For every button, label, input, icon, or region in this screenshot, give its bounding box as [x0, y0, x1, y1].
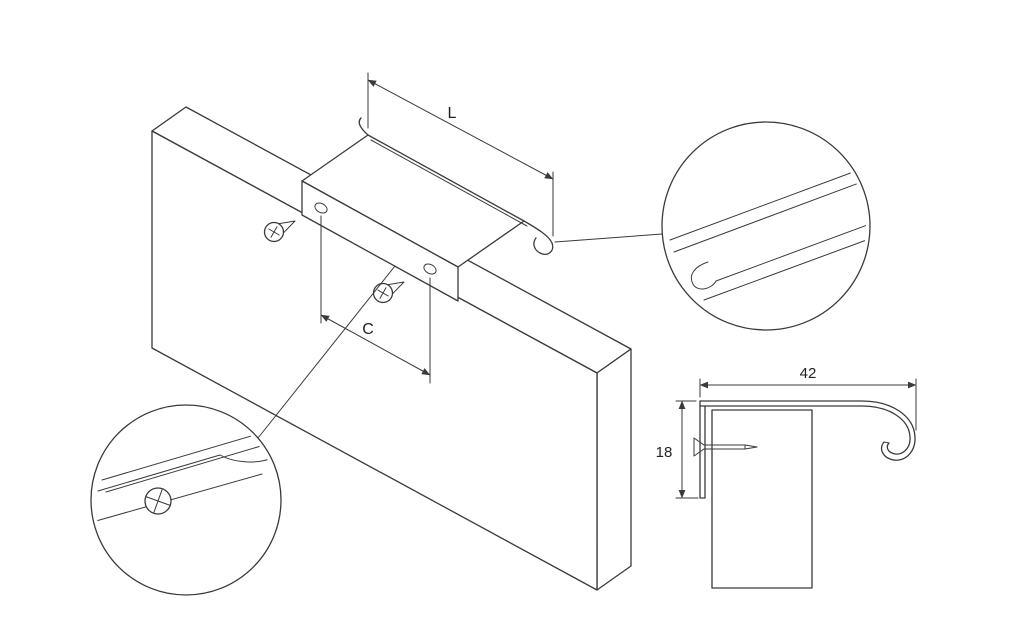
dimension-line — [367, 79, 554, 180]
panel-side-face — [596, 348, 632, 591]
screw-point — [744, 444, 758, 450]
profile-front-flange — [699, 400, 706, 499]
dimension-profile-depth: 42 — [699, 365, 917, 431]
phillips-cross-icon — [145, 488, 171, 514]
plate-edge-line — [105, 442, 272, 493]
detail-leader-top-right — [554, 233, 663, 243]
profile-outer-contour — [699, 400, 916, 461]
screw-hole-left — [314, 202, 328, 214]
side-profile-view: 42 18 — [656, 365, 917, 589]
dimension-hole-spacing: C — [320, 215, 431, 384]
profile-inner-contour — [699, 405, 911, 455]
plate-edge-line — [101, 430, 269, 481]
mounting-screw-right — [372, 281, 405, 304]
screw-shank — [703, 444, 746, 450]
panel-cross-section — [711, 409, 813, 589]
handle-profile — [699, 400, 916, 499]
dimension-handle-length: L — [367, 72, 554, 237]
phillips-cross-icon — [268, 226, 280, 238]
handle-right-curl — [523, 220, 554, 255]
dimension-label-42: 42 — [800, 365, 817, 382]
detail-circle — [661, 121, 871, 331]
dimension-line — [320, 314, 431, 376]
screw-hole-right — [423, 263, 437, 275]
detail-content — [669, 167, 866, 301]
isometric-view: L C — [151, 72, 663, 591]
edge-pull-handle — [301, 117, 554, 302]
side-view-screw — [693, 437, 758, 457]
detail-view-flange-screw — [90, 404, 282, 596]
screw-head-cone — [693, 437, 705, 457]
handle-left-curl — [358, 117, 369, 136]
detail-view-lip-profile — [661, 121, 871, 331]
lip-top-surface-line — [673, 179, 866, 253]
dimension-label-L: L — [448, 105, 457, 122]
flange-bottom-edge — [95, 473, 263, 522]
dimension-label-18: 18 — [656, 444, 673, 461]
lip-top-surface-line — [669, 167, 865, 241]
mounting-screw-left — [263, 220, 296, 243]
detail-leader-bottom-left — [257, 265, 396, 439]
lip-lower-edge-line — [703, 237, 866, 301]
detail-circle — [90, 404, 282, 596]
dimension-label-C: C — [362, 321, 374, 338]
lip-curl-hook — [690, 223, 866, 290]
dimension-profile-height: 18 — [656, 400, 699, 499]
profile-tip-cap — [883, 441, 890, 444]
phillips-cross-icon — [377, 287, 389, 299]
handle-mounting-flange — [301, 180, 459, 302]
